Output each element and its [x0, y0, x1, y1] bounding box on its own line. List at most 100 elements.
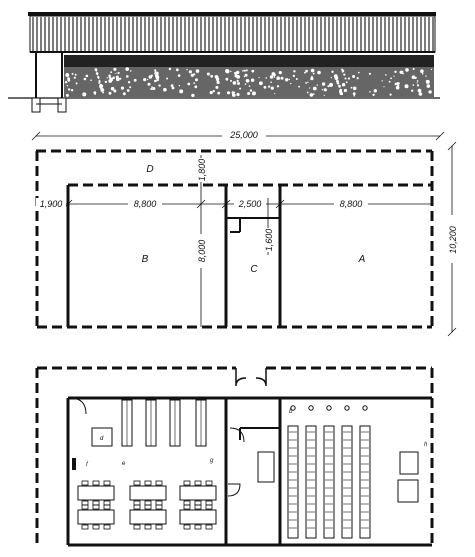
dim-label-room-b-width: 8,800	[134, 199, 157, 209]
roof-fascia	[28, 12, 436, 16]
stone-speck	[129, 70, 132, 72]
stone-speck	[428, 90, 432, 94]
stone-speck	[271, 72, 276, 76]
stone-speck	[97, 76, 100, 79]
stone-speck	[395, 85, 400, 90]
chair	[81, 500, 89, 506]
stone-speck	[102, 91, 104, 94]
stone-speck	[352, 75, 356, 78]
stone-speck	[190, 73, 194, 77]
reading-table	[129, 509, 167, 525]
stone-speck	[193, 73, 196, 76]
stone-speck	[98, 80, 101, 83]
chair	[103, 524, 111, 530]
stone-speck	[336, 81, 340, 85]
stone-speck	[312, 86, 317, 91]
room-b-shelving	[72, 399, 207, 470]
chair	[155, 480, 163, 486]
stone-speck	[310, 77, 314, 81]
stone-speck	[251, 91, 256, 96]
stone-speck	[83, 77, 87, 81]
room-c-lower-door-swing	[227, 483, 241, 497]
stone-speck	[166, 77, 169, 80]
stone-speck	[338, 84, 341, 88]
chair	[205, 504, 213, 510]
chair	[205, 480, 213, 486]
chair	[92, 524, 100, 530]
furnished-floor-plan: d e f g b h	[35, 366, 434, 547]
stone-speck	[210, 74, 214, 78]
stone-speck	[74, 73, 77, 76]
stone-speck	[381, 80, 383, 82]
stone-speck	[99, 84, 104, 89]
stone-speck	[246, 79, 250, 83]
stone-speck	[416, 84, 420, 87]
stone-speck	[168, 67, 172, 71]
stone-speck	[113, 89, 117, 93]
stone-speck	[242, 70, 244, 72]
stone-speck	[398, 82, 400, 85]
dim-tick-3	[196, 199, 206, 209]
stone-speck	[75, 82, 78, 85]
chair	[183, 480, 191, 486]
room-a-desk	[399, 451, 419, 475]
stone-speck	[154, 79, 157, 83]
stone-speck	[163, 87, 167, 92]
stone-speck	[122, 92, 126, 96]
stone-speck	[258, 76, 260, 79]
depth-tick-top	[447, 141, 457, 151]
chair	[133, 504, 141, 510]
stone-speck	[194, 85, 198, 89]
chair	[205, 524, 213, 530]
stone-speck	[90, 79, 92, 82]
depth-tick-bottom	[447, 327, 457, 337]
building-elevation	[8, 12, 440, 113]
chair	[205, 500, 213, 506]
stone-speck	[285, 78, 289, 82]
stone-speck	[427, 86, 430, 88]
stone-speck	[73, 76, 76, 79]
chair	[183, 504, 191, 510]
stone-speck	[177, 74, 181, 77]
chair	[133, 480, 141, 486]
stone-speck	[309, 93, 314, 97]
stone-speck	[327, 85, 330, 88]
foundation-inner	[57, 97, 67, 113]
stone-speck	[268, 85, 271, 88]
stone-speck	[231, 91, 235, 94]
reading-table	[129, 485, 167, 501]
stone-speck	[191, 93, 195, 98]
stone-speck	[309, 87, 311, 89]
room-a-desk-2	[397, 479, 419, 503]
furn-label-b: b	[289, 409, 293, 415]
stone-speck	[106, 77, 108, 79]
stone-speck	[170, 84, 174, 88]
stone-speck	[419, 92, 422, 94]
stone-speck	[178, 84, 181, 87]
stone-speck	[317, 70, 321, 75]
room-b-door-swing	[69, 397, 87, 415]
stone-speck	[368, 72, 371, 75]
stone-speck	[343, 88, 347, 93]
rack-marker	[362, 405, 368, 411]
chair	[155, 524, 163, 530]
stone-speck	[225, 77, 229, 81]
chair	[194, 504, 202, 510]
chair	[144, 480, 152, 486]
stone-speck	[187, 82, 191, 86]
dim-label-room-c-width: 2,500	[238, 199, 262, 209]
stone-speck	[248, 85, 251, 87]
reading-table	[179, 485, 217, 501]
chair	[183, 500, 191, 506]
stone-speck	[250, 78, 255, 82]
stone-speck	[195, 69, 200, 73]
stone-speck	[425, 79, 430, 84]
dim-tick-4	[221, 199, 231, 209]
room-c-door-swing	[229, 427, 245, 443]
stone-speck	[66, 85, 69, 87]
stone-speck	[119, 77, 122, 80]
furn-label-e: e	[122, 461, 126, 467]
stone-speck	[323, 88, 327, 92]
stone-speck	[234, 71, 237, 75]
stone-speck	[152, 87, 156, 90]
